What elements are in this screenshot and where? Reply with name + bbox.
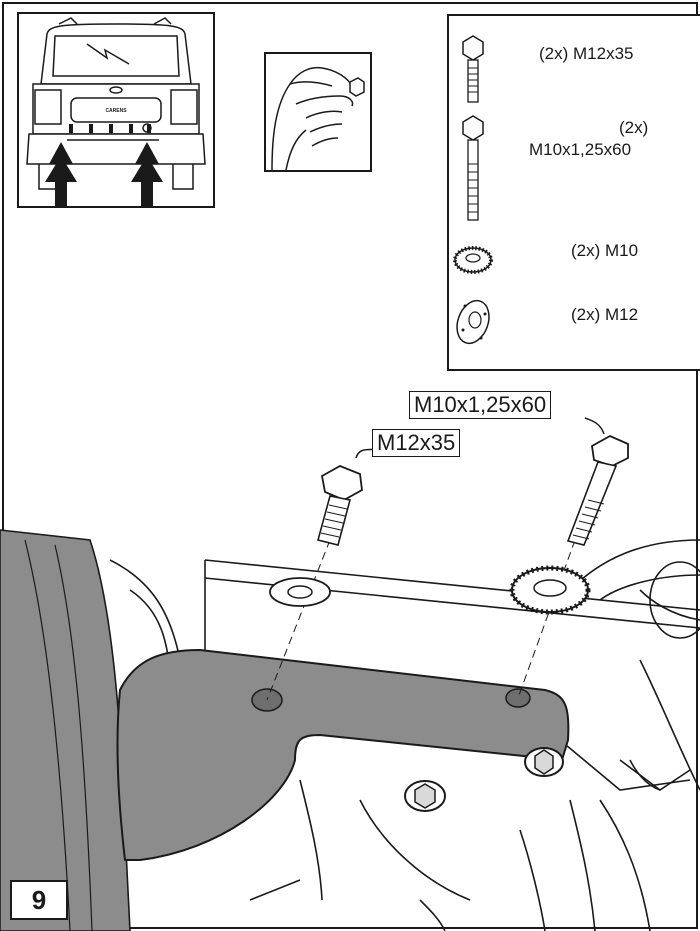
bracket-hole-right xyxy=(505,688,531,708)
hex-bolt-icon xyxy=(317,465,363,546)
callout-bolt-long: M10x1,25x60 xyxy=(409,391,552,419)
flat-washer-icon xyxy=(269,577,331,607)
callout-bolt-short: M12x35 xyxy=(372,429,461,457)
hitch-detail xyxy=(619,561,700,791)
step-number: 9 xyxy=(10,880,68,920)
part-label-m10-bolt-spec: M10x1,25x60 xyxy=(529,140,632,159)
part-label-m12x35: (2x) M12x35 xyxy=(539,44,634,63)
car-rear-icon: CARENS xyxy=(26,17,206,206)
hand-pinch-icon xyxy=(271,66,365,171)
hand-tighten-panel xyxy=(264,52,372,172)
hex-bolt-icon xyxy=(566,434,629,546)
hex-nut-icon xyxy=(349,77,365,97)
hex-bolt-icon xyxy=(462,115,484,221)
serrated-washer-icon xyxy=(509,565,591,615)
car-location-panel: CARENS xyxy=(17,12,215,208)
parts-list-panel: (2x) M12x35 (2x) M10x1,25x60 (2x) M10 (2… xyxy=(447,14,700,371)
tow-bar-bracket xyxy=(116,648,570,861)
part-label-m10: (2x) M10 xyxy=(571,241,639,260)
arrow-up-icon xyxy=(131,142,163,206)
hex-nut-icon xyxy=(404,780,446,812)
hex-nut-icon xyxy=(524,747,564,777)
arrow-up-icon xyxy=(45,142,77,206)
flat-washer-icon xyxy=(456,299,490,345)
part-label-m10-bolt-qty: (2x) xyxy=(619,118,649,137)
serrated-washer-icon xyxy=(453,246,493,274)
part-label-m12: (2x) M12 xyxy=(571,305,639,324)
parts-icons xyxy=(453,35,493,345)
car-badge: CARENS xyxy=(105,108,127,114)
bumper-side-panel xyxy=(0,529,131,931)
hex-bolt-icon xyxy=(462,35,484,103)
